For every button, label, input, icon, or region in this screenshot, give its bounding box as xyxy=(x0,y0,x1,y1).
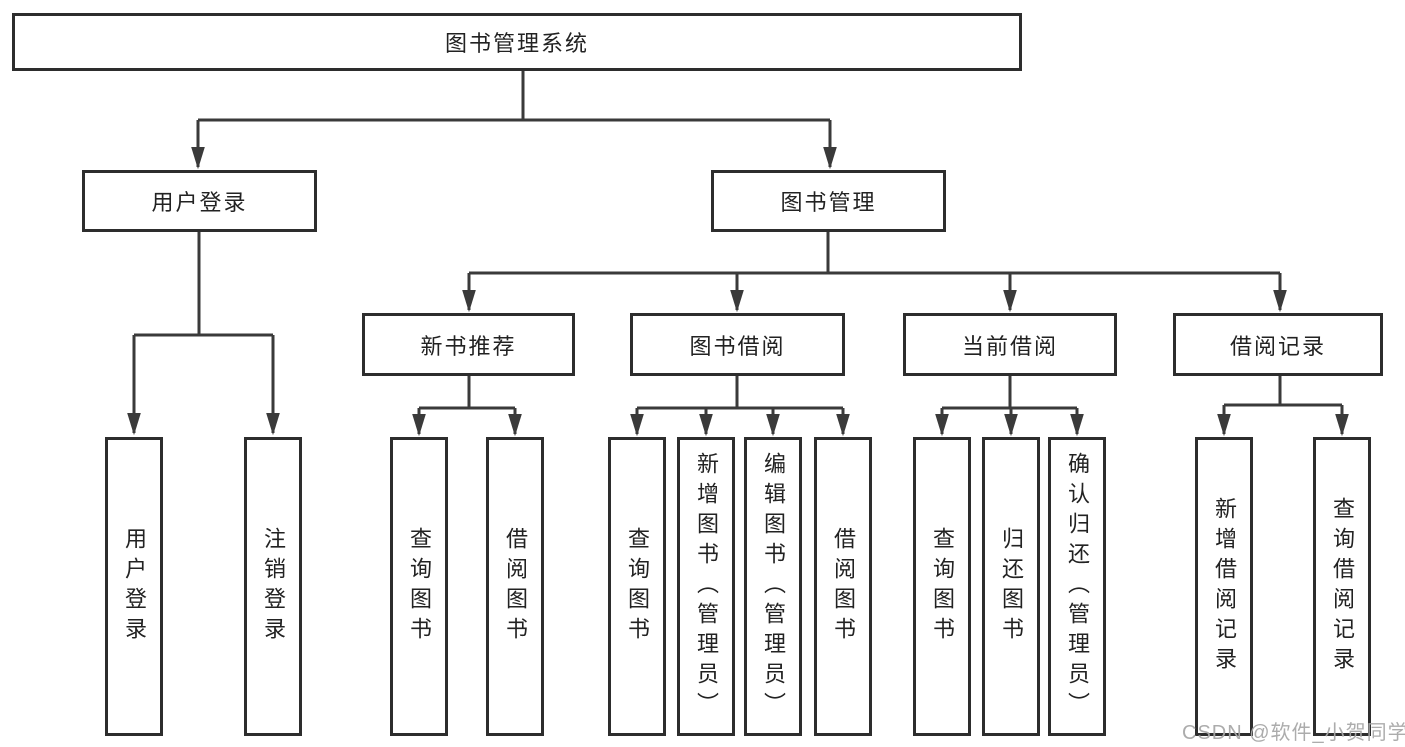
connector-borrow-trunk xyxy=(637,376,843,410)
box-label-current-query-books: 查询图书 xyxy=(930,526,955,647)
diagram-box-add-borrow-record: 新增借阅记录 xyxy=(1195,437,1253,736)
diagram-box-query-borrow-record: 查询借阅记录 xyxy=(1313,437,1371,736)
diagram-box-return-books: 归还图书 xyxy=(982,437,1040,736)
diagram-box-borrow-lend-books: 借阅图书 xyxy=(814,437,872,736)
diagram-box-confirm-return-admin: 确认归还（管理员） xyxy=(1048,437,1106,736)
diagram-box-current-query-books: 查询图书 xyxy=(913,437,971,736)
diagram-box-leaf-logout: 注销登录 xyxy=(244,437,302,736)
box-label-book-mgmt: 图书管理 xyxy=(780,190,877,215)
diagram-box-add-books-admin: 新增图书（管理员） xyxy=(677,437,735,736)
diagram-box-leaf-user-login: 用户登录 xyxy=(105,437,163,736)
box-label-edit-books-admin: 编辑图书（管理员） xyxy=(761,451,786,722)
diagram-box-edit-books-admin: 编辑图书（管理员） xyxy=(744,437,802,736)
box-label-user-login: 用户登录 xyxy=(151,190,248,215)
box-label-current-borrow: 当前借阅 xyxy=(961,333,1058,359)
box-label-rec-query-books: 查询图书 xyxy=(407,526,432,647)
box-label-borrow-records: 借阅记录 xyxy=(1229,333,1326,359)
connector-login-trunk xyxy=(134,232,273,337)
box-label-borrow-lend-books: 借阅图书 xyxy=(831,526,856,647)
diagram-box-borrow-records: 借阅记录 xyxy=(1173,313,1383,376)
connector-mgmt-trunk xyxy=(469,232,1280,275)
diagram-box-borrow-query-books: 查询图书 xyxy=(608,437,666,736)
diagram-box-rec-query-books: 查询图书 xyxy=(390,437,448,736)
box-label-leaf-logout: 注销登录 xyxy=(261,526,286,647)
diagram-box-current-borrow: 当前借阅 xyxy=(903,313,1117,376)
diagram-box-user-login: 用户登录 xyxy=(82,170,317,232)
box-label-root: 图书管理系统 xyxy=(444,31,589,56)
box-label-add-books-admin: 新增图书（管理员） xyxy=(694,451,719,722)
watermark: CSDN @软件_小贺同学 xyxy=(1182,722,1405,744)
box-label-confirm-return-admin: 确认归还（管理员） xyxy=(1065,451,1090,722)
connector-current-trunk xyxy=(942,376,1077,410)
diagram-box-root: 图书管理系统 xyxy=(12,13,1022,71)
diagram-box-book-borrow: 图书借阅 xyxy=(630,313,845,376)
box-label-new-book-rec: 新书推荐 xyxy=(420,333,517,359)
box-label-book-borrow: 图书借阅 xyxy=(689,333,786,359)
diagram-box-book-mgmt: 图书管理 xyxy=(711,170,946,232)
connector-records-trunk xyxy=(1224,376,1342,407)
box-label-rec-borrow-books: 借阅图书 xyxy=(503,526,528,647)
diagram-box-rec-borrow-books: 借阅图书 xyxy=(486,437,544,736)
connector-rec-trunk xyxy=(419,376,515,410)
box-label-borrow-query-books: 查询图书 xyxy=(625,526,650,647)
box-label-leaf-user-login: 用户登录 xyxy=(122,526,147,647)
connector-root-trunk xyxy=(198,71,830,122)
box-label-return-books: 归还图书 xyxy=(999,526,1024,647)
diagram-box-new-book-rec: 新书推荐 xyxy=(362,313,575,376)
box-label-add-borrow-record: 新增借阅记录 xyxy=(1212,496,1237,677)
box-label-query-borrow-record: 查询借阅记录 xyxy=(1330,496,1355,677)
